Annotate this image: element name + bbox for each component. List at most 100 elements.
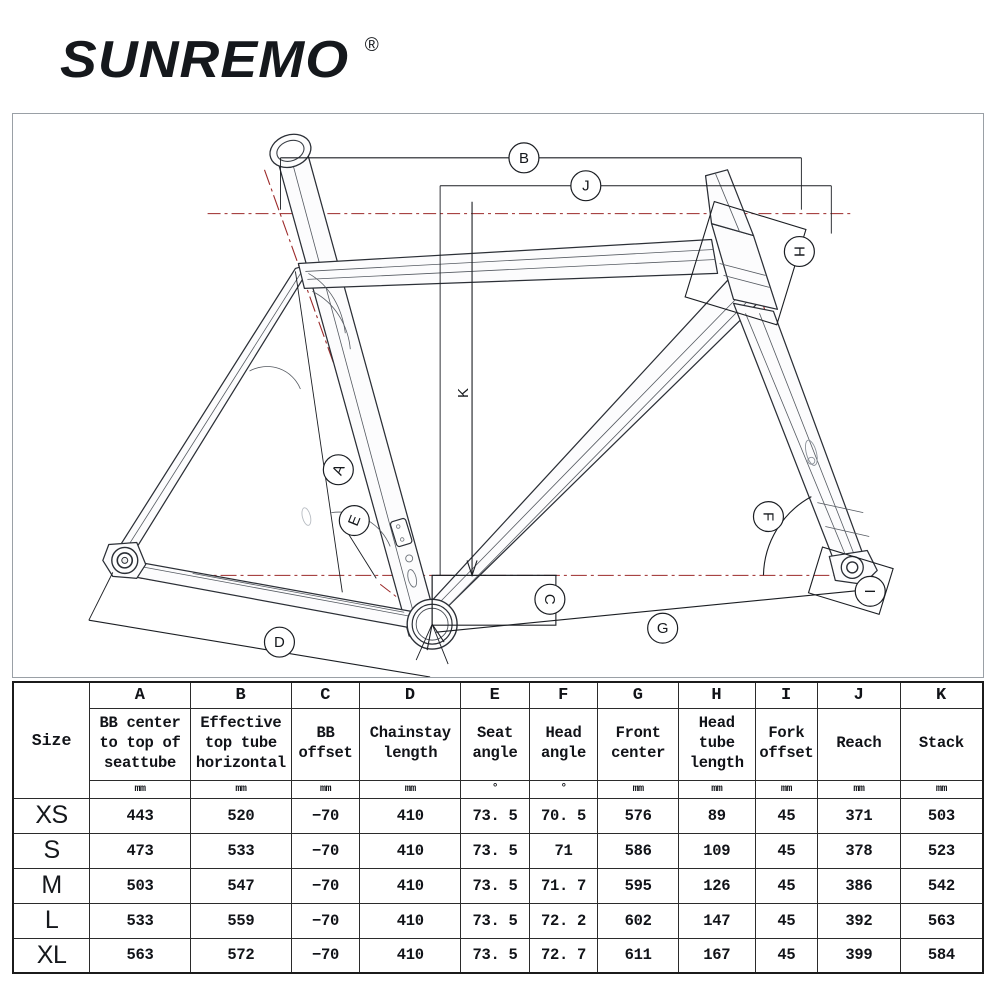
callout-i-label: I — [861, 589, 878, 593]
callout-h-label: H — [790, 246, 807, 257]
dimension-lines — [88, 157, 894, 677]
col-name-h-line1: Head — [698, 714, 735, 733]
col-unit-f: ° — [528, 779, 599, 799]
col-name-e: Seat angle — [460, 707, 530, 781]
cell-l-b: 559 — [189, 902, 292, 939]
col-name-d-line1: Chainstay — [369, 724, 451, 743]
row-size-m-label: M — [41, 871, 62, 899]
arrow-k — [466, 560, 478, 578]
callout-k-label: K — [455, 388, 472, 398]
row-size-xl: XL — [12, 937, 91, 974]
cell-l-g: 602 — [597, 902, 679, 939]
col-name-f-line1: Head — [545, 724, 582, 743]
cell-xs-g: 576 — [597, 797, 679, 834]
col-letter-i: I — [754, 681, 819, 709]
col-unit-d: mm — [359, 779, 462, 799]
table-unit-row: mm mm mm mm ° ° mm mm mm mm mm — [13, 779, 984, 799]
col-name-j-line1: Reach — [836, 734, 882, 753]
table-row: XS 443 520 −70 410 73. 5 70. 5 576 89 45… — [12, 797, 984, 834]
col-unit-h: mm — [677, 779, 756, 799]
callout-f-label: F — [759, 512, 776, 521]
dim-box-i — [807, 546, 894, 616]
col-name-h-line2: tube — [698, 734, 735, 753]
cell-s-b: 533 — [189, 832, 292, 869]
col-letter-d: D — [359, 681, 462, 709]
cell-xs-e: 73. 5 — [460, 797, 530, 834]
callout-f: F — [752, 501, 785, 533]
col-name-d-line2: length — [383, 744, 438, 762]
cell-m-a: 503 — [89, 867, 191, 904]
cell-s-d: 410 — [359, 832, 462, 869]
cell-xl-a: 563 — [89, 937, 191, 974]
col-name-a: BB center to top of seattube — [89, 707, 191, 781]
registered-trademark-icon: ® — [364, 35, 379, 56]
cell-xs-b: 520 — [189, 797, 292, 834]
col-letter-k: K — [899, 681, 984, 709]
front-dropout — [828, 549, 878, 585]
arrow-bb — [426, 622, 445, 651]
col-letter-a: A — [89, 681, 191, 709]
table-letter-row: Size A B C D E F G H I J K — [12, 681, 984, 799]
callout-a: A — [322, 454, 354, 486]
cell-l-j: 392 — [817, 902, 901, 939]
cell-l-i: 45 — [754, 902, 819, 939]
col-name-g-line1: Front — [615, 724, 661, 743]
col-name-h: Head tube length — [677, 707, 756, 781]
cell-xs-d: 410 — [359, 797, 462, 834]
cell-s-f: 71 — [528, 832, 599, 869]
row-size-m: M — [12, 867, 91, 904]
cell-s-h: 109 — [677, 832, 756, 869]
cell-l-c: −70 — [290, 902, 361, 939]
cell-l-k: 563 — [899, 902, 984, 939]
col-name-b-line1: Effective — [200, 714, 282, 733]
cell-m-c: −70 — [290, 867, 361, 904]
cell-xs-k: 503 — [899, 797, 984, 834]
col-unit-a: mm — [89, 779, 191, 799]
row-size-l: L — [12, 902, 91, 939]
col-name-e-line2: angle — [472, 744, 518, 762]
col-name-a-line2: to top of — [99, 734, 181, 753]
callout-i: I — [854, 575, 886, 607]
seat-tube-details — [301, 507, 418, 588]
callout-j: J — [570, 170, 602, 202]
cell-xs-i: 45 — [754, 797, 819, 834]
callout-d: D — [263, 626, 296, 658]
col-letter-f: F — [528, 681, 599, 709]
col-unit-k: mm — [899, 779, 984, 799]
cell-l-h: 147 — [677, 902, 756, 939]
cell-xl-e: 73. 5 — [460, 937, 530, 974]
geometry-spec-table: Size A B C D E F G H I J K BB center to … — [12, 681, 984, 974]
cell-xs-f: 70. 5 — [528, 797, 599, 834]
callout-c-label: C — [541, 594, 558, 605]
cell-l-a: 533 — [89, 902, 191, 939]
cell-xl-c: −70 — [290, 937, 361, 974]
col-name-g-line2: center — [611, 744, 666, 762]
col-unit-i: mm — [754, 779, 819, 799]
dim-ext-d-left — [88, 572, 114, 621]
col-name-b-line3: horizontal — [195, 753, 286, 772]
cell-s-j: 378 — [817, 832, 901, 869]
dim-ext-g-left — [431, 624, 449, 665]
table-name-row: BB center to top of seattube Effective t… — [13, 707, 984, 781]
cell-m-g: 595 — [597, 867, 679, 904]
cell-s-c: −70 — [290, 832, 361, 869]
col-unit-c: mm — [290, 779, 361, 799]
cell-xs-a: 443 — [89, 797, 191, 834]
cell-xs-j: 371 — [817, 797, 901, 834]
col-name-i-line1: Fork — [768, 724, 805, 743]
bicycle-frame-drawing: .ol { fill:none; stroke:#2b2f36; stroke-… — [13, 114, 983, 677]
dim-leader-e — [345, 530, 377, 579]
cell-m-d: 410 — [359, 867, 462, 904]
col-name-j: Reach — [817, 707, 901, 781]
dim-box-h — [684, 200, 807, 326]
callout-b: B — [508, 142, 540, 174]
col-letter-c: C — [290, 681, 361, 709]
callout-c: C — [534, 583, 566, 615]
cell-l-f: 72. 2 — [528, 902, 599, 939]
size-header-cell: Size — [12, 681, 91, 799]
col-name-b: Effective top tube horizontal — [189, 707, 292, 781]
cell-xl-f: 72. 7 — [528, 937, 599, 974]
cell-s-i: 45 — [754, 832, 819, 869]
callout-j-label: J — [582, 178, 589, 195]
